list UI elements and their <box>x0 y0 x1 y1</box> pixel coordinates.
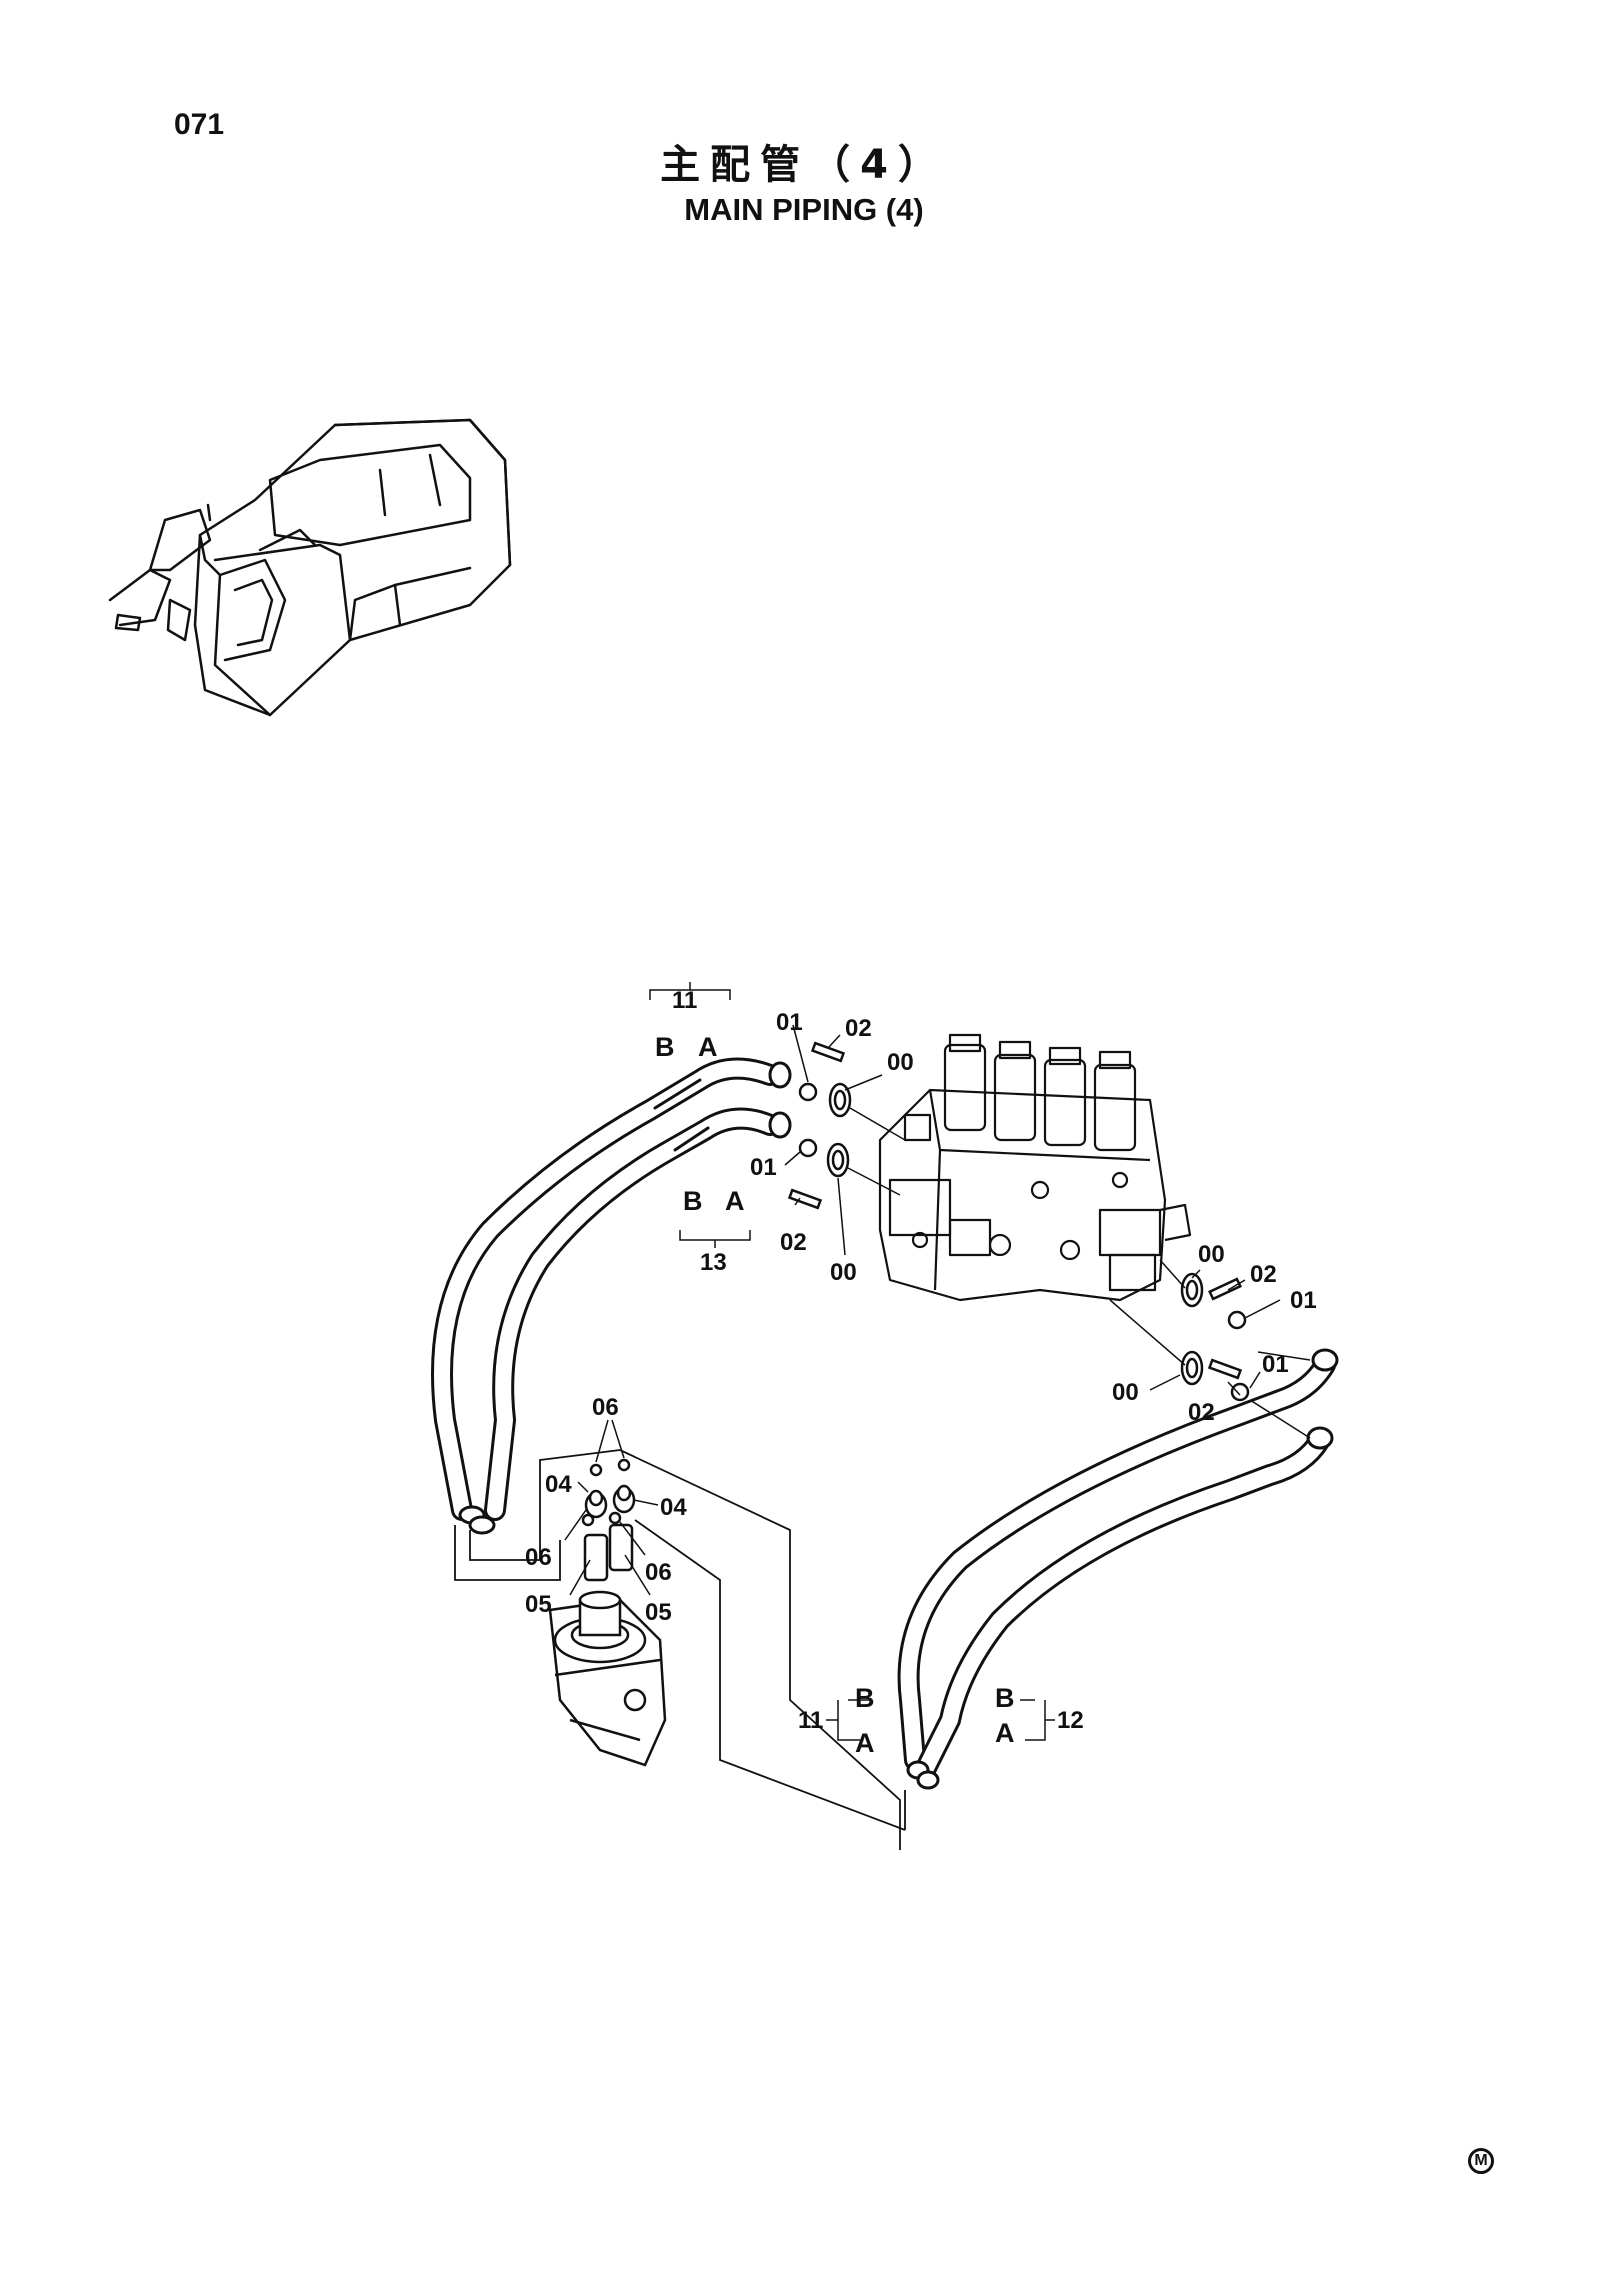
center-joint-assembly <box>548 1458 667 1767</box>
hose-assembly-11-13 <box>431 1057 792 1535</box>
callout-00-c: 00 <box>1198 1241 1225 1268</box>
callout-00-a: 00 <box>887 1049 914 1076</box>
callout-01-a: 01 <box>776 1009 803 1036</box>
leader-lines <box>564 982 1281 1741</box>
callout-02-a: 02 <box>845 1015 872 1042</box>
flange-fittings <box>787 1041 1250 1402</box>
callout-06-left: 06 <box>525 1544 552 1571</box>
hose-assembly-11-12 <box>897 1348 1339 1790</box>
callout-02-d: 02 <box>1188 1399 1215 1426</box>
callout-06-right: 06 <box>645 1559 672 1586</box>
callout-hose-11-bottom-b: B <box>855 1683 875 1713</box>
routing-lines <box>454 1449 906 1850</box>
callout-06-top: 06 <box>592 1394 619 1421</box>
callout-00-b: 00 <box>830 1259 857 1286</box>
page-number: 071 <box>174 108 225 141</box>
control-valve-assembly <box>878 1033 1192 1302</box>
callout-01-d: 01 <box>1262 1351 1289 1378</box>
callout-hose-11-top-b: B <box>655 1032 675 1062</box>
callout-hose-11-bottom-a: A <box>855 1728 875 1758</box>
callout-hose-13-b: B <box>683 1186 703 1216</box>
callout-hose-11-top: 11 <box>672 987 697 1014</box>
callout-hose-13: 13 <box>700 1249 727 1276</box>
page-title-japanese: 主配管（4） <box>660 142 948 188</box>
callout-05-right: 05 <box>645 1599 672 1626</box>
page-title-english: MAIN PIPING (4) <box>684 192 924 227</box>
callout-04-right: 04 <box>660 1494 687 1521</box>
callout-hose-12-b: B <box>995 1683 1015 1713</box>
callout-00-d: 00 <box>1112 1379 1139 1406</box>
callout-04-left: 04 <box>545 1471 572 1498</box>
callout-hose-11-top-a: A <box>698 1032 718 1062</box>
callout-02-b: 02 <box>780 1229 807 1256</box>
callout-01-c: 01 <box>1290 1287 1317 1314</box>
callout-01-b: 01 <box>750 1154 777 1181</box>
callout-hose-12: 12 <box>1057 1707 1084 1734</box>
callout-hose-13-a: A <box>725 1186 745 1216</box>
callout-02-c: 02 <box>1250 1261 1277 1288</box>
callout-05-left: 05 <box>525 1591 552 1618</box>
callout-labels: 11 B A B A 13 01 02 00 01 02 00 00 02 01… <box>525 987 1317 1758</box>
excavator-overview-illustration <box>108 418 512 717</box>
callout-hose-11-bottom: 11 <box>798 1707 823 1734</box>
manufacturer-mark: M <box>1468 2148 1494 2174</box>
flange-connection-lines <box>847 1107 1311 1439</box>
callout-hose-12-a: A <box>995 1718 1015 1748</box>
